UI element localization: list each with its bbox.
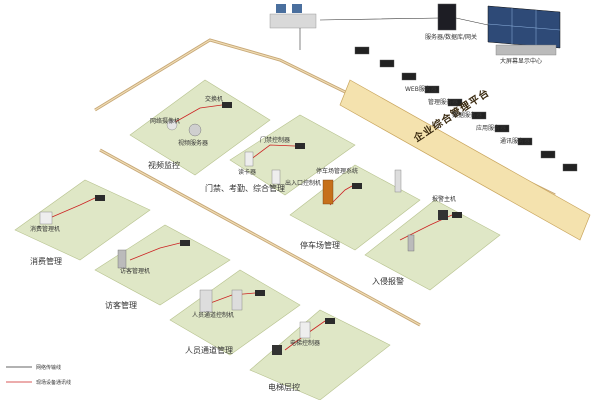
- server-label: 服务器/数据库/网关: [425, 34, 478, 41]
- wall-label: 大屏幕显示中心: [500, 58, 543, 65]
- device-label: 访客管理机: [120, 268, 151, 275]
- zone-elevator-platform: [249, 309, 391, 400]
- legend-item-network: 网络传输线: [6, 364, 61, 371]
- legend-item-field: 现场设备通讯线: [6, 379, 71, 386]
- zone-parking-platform: [289, 164, 421, 251]
- device-label: 电梯控制器: [290, 340, 321, 347]
- zone-label-gate: 人员通道管理: [185, 346, 233, 355]
- video-wall: [487, 5, 561, 56]
- zone-label-access: 门禁、考勤、综合管理: [205, 184, 285, 193]
- devices: [39, 119, 448, 355]
- device-label: 应用服务器: [476, 125, 507, 132]
- zone-label-elevator: 电梯层控: [268, 383, 300, 392]
- zone-label-video: 视频监控: [148, 161, 180, 170]
- device-label: 交换机: [205, 96, 224, 103]
- device-label: 人员通道控制机: [192, 312, 235, 319]
- server-rack: [437, 3, 457, 31]
- device-label: 网络摄像机: [150, 118, 181, 125]
- zone-label-inspection: 入侵报警: [372, 277, 404, 286]
- zone-access-platform: [229, 114, 356, 196]
- backbone-lower-hi: [99, 149, 421, 326]
- legend-field-text: 现场设备通讯线: [36, 380, 72, 386]
- zone-consumption-platform: [14, 179, 151, 261]
- zone-inspection-platform: [364, 199, 501, 291]
- device-label: 数据服务器: [452, 112, 483, 119]
- device-label: 报警主机: [432, 196, 457, 203]
- uplink-line: [299, 17, 489, 50]
- device-label: 停车场管理系统: [316, 168, 359, 175]
- device-label: WEB服务器: [405, 86, 437, 93]
- legend-network-text: 网络传输线: [36, 365, 62, 371]
- operator-desk: [269, 4, 317, 29]
- management-platform-band: [339, 79, 591, 241]
- device-label: 消费管理机: [30, 226, 61, 233]
- device-label: 读卡器: [238, 169, 257, 176]
- server-row: [354, 46, 578, 172]
- zone-label-consumption: 消费管理: [30, 257, 62, 266]
- zone-label-visitor: 访客管理: [105, 301, 137, 310]
- zone-label-parking: 停车场管理: [300, 241, 340, 250]
- device-label: 出入口控制机: [285, 180, 322, 187]
- device-label: 视频服务器: [178, 140, 209, 147]
- zone-visitor-platform: [94, 224, 231, 306]
- zone-gate-platform: [169, 269, 301, 356]
- device-label: 门禁控制器: [260, 137, 291, 144]
- device-label: 管理服务器: [428, 99, 459, 106]
- device-label: 通讯服务器: [500, 138, 531, 145]
- zone-switches: [95, 102, 462, 324]
